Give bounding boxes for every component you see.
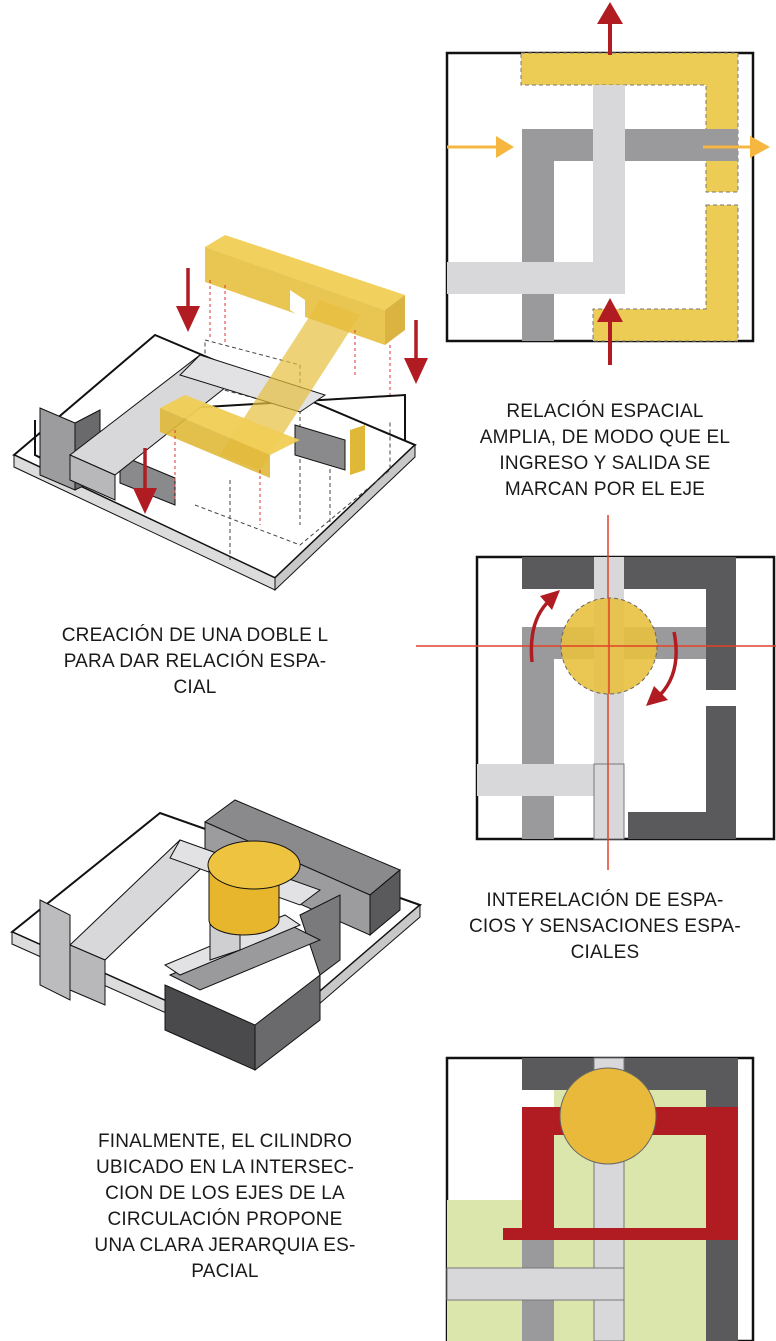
iso-double-l: [12, 235, 428, 592]
rotate-arrow-icon: [646, 631, 678, 706]
arrow-up-icon: [597, 298, 623, 365]
plan-hierarchy: [445, 1056, 755, 1341]
caption-cylinder-hierarchy: FINALMENTE, EL CILINDRO UBICADO EN LA IN…: [94, 1131, 356, 1282]
caption-spatial-relation: RELACIÓN ESPACIAL AMPLIA, DE MODO QUE EL…: [479, 401, 731, 500]
caption-double-l: CREACIÓN DE UNA DOBLE L PARA DAR RELACIÓ…: [61, 625, 329, 698]
arrow-down-icon: [133, 448, 157, 514]
plan-double-l: [445, 2, 770, 365]
plan-interrelation: [416, 515, 776, 870]
iso-cylinder: [10, 799, 422, 1072]
arrow-down-icon: [176, 268, 200, 332]
arrow-right-icon: [447, 136, 514, 158]
arrow-up-icon: [597, 2, 623, 55]
arrow-right-icon: [703, 136, 770, 158]
arrow-down-icon: [404, 320, 428, 384]
rotate-arrow-icon: [529, 590, 560, 663]
caption-interrelation: INTERELACIÓN DE ESPA- CIOS Y SENSACIONES…: [469, 890, 741, 963]
